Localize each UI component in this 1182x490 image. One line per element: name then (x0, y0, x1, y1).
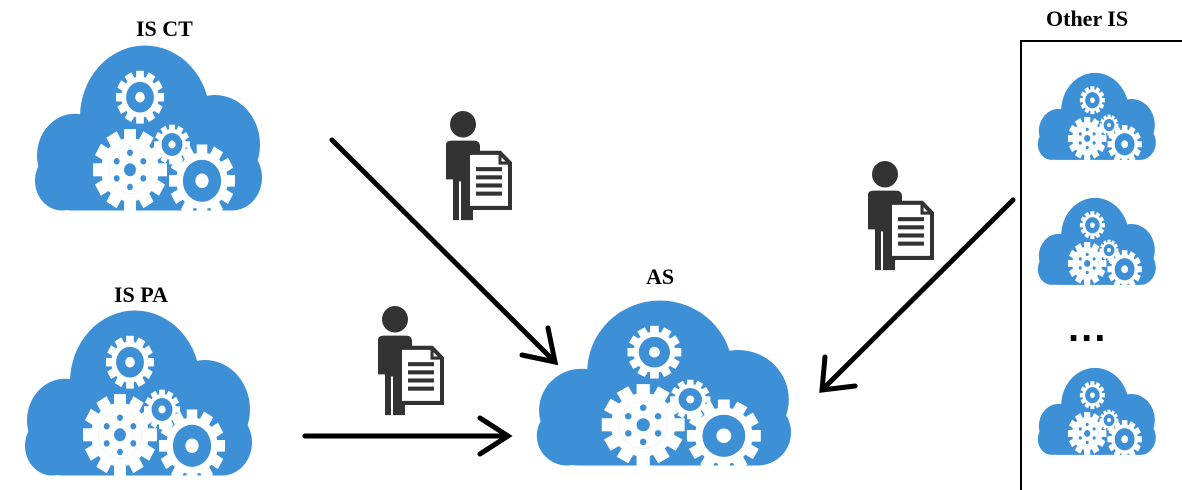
arrow-ct-to-as (329, 137, 559, 366)
other-is-label: Other IS (1046, 6, 1129, 31)
person-document-icon-3 (868, 161, 932, 270)
is-ct-label: IS CT (136, 16, 193, 41)
as-label: AS (646, 264, 675, 289)
cloud-is-ct-icon (35, 46, 262, 218)
arrow-other-to-as (819, 197, 1016, 393)
cloud-is-pa-icon (25, 311, 252, 483)
is-pa-label: IS PA (114, 282, 168, 307)
person-document-icon-2 (378, 306, 442, 415)
arrow-pa-to-as (302, 415, 513, 457)
ellipsis-label: ... (1068, 306, 1108, 350)
cloud-as-icon (537, 301, 791, 473)
other-is-panel (1020, 40, 1182, 490)
person-document-icon-1 (446, 111, 510, 220)
